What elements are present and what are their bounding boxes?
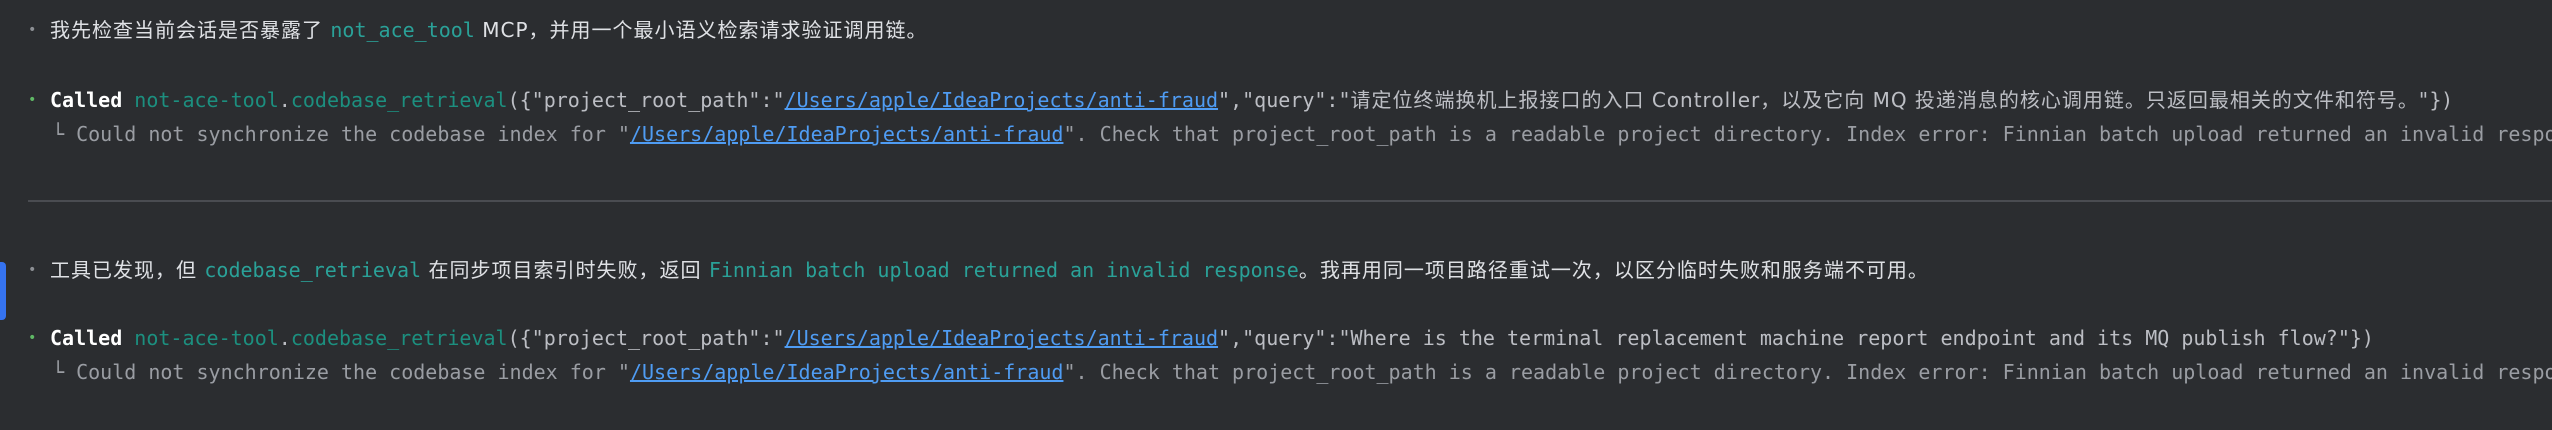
message-text-part: 在同步项目索引时失败，返回: [421, 258, 709, 282]
result-prefix: └ Could not synchronize the codebase ind…: [52, 122, 630, 146]
tool-dot: .: [278, 326, 291, 350]
tool-call-text: Called not-ace-tool.codebase_retrieval({…: [50, 324, 2374, 352]
inline-code: codebase_retrieval: [204, 258, 422, 282]
inline-code: not_ace_tool: [330, 18, 475, 42]
tool-call-bullet: •: [28, 330, 37, 346]
message-text: 工具已发现，但 codebase_retrieval 在同步项目索引时失败，返回…: [50, 256, 1929, 284]
called-label: Called: [50, 88, 123, 112]
args-open: ({"project_root_path":": [507, 326, 785, 350]
tool-dot: .: [278, 88, 291, 112]
message-text-part: MCP，并用一个最小语义检索请求验证调用链。: [474, 18, 928, 42]
message-text-part: 我先检查当前会话是否暴露了: [50, 18, 331, 42]
tool-name: not-ace-tool: [134, 88, 279, 112]
message-text: 我先检查当前会话是否暴露了 not_ace_tool MCP，并用一个最小语义检…: [50, 16, 928, 44]
project-path-link[interactable]: /Users/apple/IdeaProjects/anti-fraud: [784, 326, 1219, 350]
result-path-link[interactable]: /Users/apple/IdeaProjects/anti-fraud: [629, 122, 1064, 146]
tool-result-text: └ Could not synchronize the codebase ind…: [52, 358, 2552, 386]
args-open: ({"project_root_path":": [507, 88, 785, 112]
function-name: codebase_retrieval: [290, 326, 508, 350]
tool-call-bullet: •: [28, 92, 37, 108]
tool-call-text: Called not-ace-tool.codebase_retrieval({…: [50, 86, 2452, 114]
result-suffix: ". Check that project_root_path is a rea…: [1063, 360, 2552, 384]
result-prefix: └ Could not synchronize the codebase ind…: [52, 360, 630, 384]
message-bullet: •: [28, 262, 37, 278]
tool-result-text: └ Could not synchronize the codebase ind…: [52, 120, 2552, 148]
tool-name: not-ace-tool: [134, 326, 279, 350]
message-text-part: 工具已发现，但: [50, 258, 205, 282]
active-turn-marker: [0, 262, 6, 320]
message-bullet: •: [28, 22, 37, 38]
section-divider: [28, 200, 2552, 202]
called-label: Called: [50, 326, 123, 350]
message-text-part: 。我再用同一项目路径重试一次，以区分临时失败和服务端不可用。: [1298, 258, 1929, 282]
result-path-link[interactable]: /Users/apple/IdeaProjects/anti-fraud: [629, 360, 1064, 384]
args-mid: ","query":": [1218, 326, 1351, 350]
project-path-link[interactable]: /Users/apple/IdeaProjects/anti-fraud: [784, 88, 1219, 112]
function-name: codebase_retrieval: [290, 88, 508, 112]
query-text: 请定位终端换机上报接口的入口 Controller，以及它向 MQ 投递消息的核…: [1350, 88, 2452, 112]
args-mid: ","query":": [1218, 88, 1351, 112]
result-suffix: ". Check that project_root_path is a rea…: [1063, 122, 2552, 146]
inline-code: Finnian batch upload returned an invalid…: [708, 258, 1299, 282]
query-text: Where is the terminal replacement machin…: [1350, 326, 2374, 350]
